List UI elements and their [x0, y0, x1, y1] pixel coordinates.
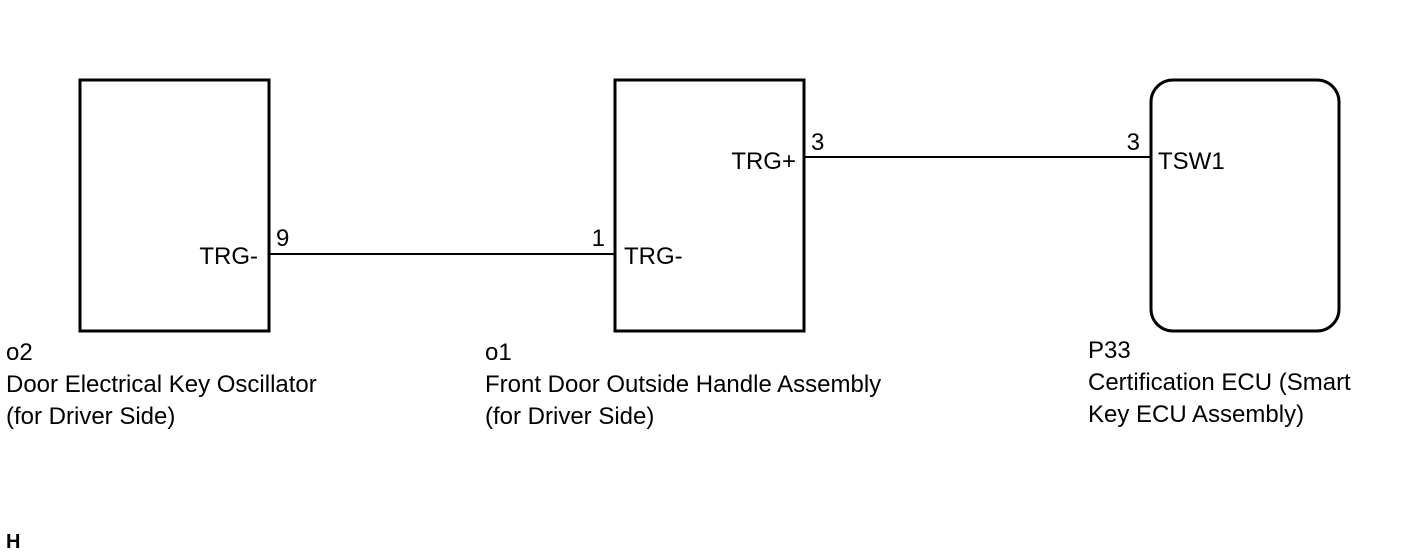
pin-number-p33-3: 3	[1127, 129, 1140, 156]
component-name-p33-line1: Certification ECU (Smart	[1088, 369, 1351, 396]
component-box-p33	[1149, 78, 1341, 333]
pin-number-o1-3: 3	[811, 129, 824, 156]
pin-label-o1-trg-plus: TRG+	[731, 148, 796, 175]
component-name-o2-line1: Door Electrical Key Oscillator	[6, 371, 317, 398]
pin-label-o2-trg-minus: TRG-	[199, 243, 258, 270]
pin-label-o1-trg-minus: TRG-	[624, 243, 683, 270]
component-code-o1: o1	[485, 339, 512, 366]
component-code-p33: P33	[1088, 337, 1131, 364]
component-box-o2	[78, 78, 271, 333]
component-name-o1-line2: (for Driver Side)	[485, 403, 655, 430]
pin-number-o2-9: 9	[276, 225, 289, 252]
page-mark: H	[6, 531, 21, 553]
component-code-o2: o2	[6, 339, 33, 366]
caption-p33: P33 Certification ECU (Smart Key ECU Ass…	[1088, 335, 1351, 431]
component-name-p33-line2: Key ECU Assembly)	[1088, 401, 1305, 428]
component-box-o1	[613, 78, 806, 333]
pin-label-p33-tsw1: TSW1	[1158, 148, 1225, 175]
caption-o1: o1 Front Door Outside Handle Assembly (f…	[485, 337, 881, 433]
component-name-o2-line2: (for Driver Side)	[6, 403, 176, 430]
component-name-o1-line1: Front Door Outside Handle Assembly	[485, 371, 882, 398]
caption-o2: o2 Door Electrical Key Oscillator (for D…	[6, 337, 317, 433]
pin-number-o1-1: 1	[592, 225, 605, 252]
